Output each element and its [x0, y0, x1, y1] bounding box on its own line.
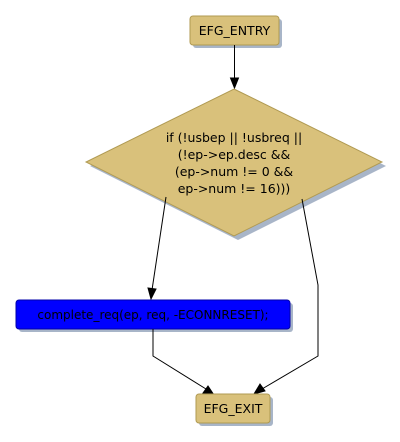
- exit-node-label: EFG_EXIT: [204, 401, 263, 416]
- entry-node: EFG_ENTRY: [189, 15, 282, 48]
- decision-line-1: if (!usbep || !usbreq ||: [166, 130, 302, 145]
- exit-node: EFG_EXIT: [195, 393, 273, 426]
- decision-node: if (!usbep || !usbreq || (!ep->ep.desc &…: [84, 88, 386, 240]
- decision-line-2: (!ep->ep.desc &&: [178, 147, 291, 162]
- decision-line-4: ep->num != 16))): [178, 181, 291, 196]
- action-node-label: complete_req(ep, req, -ECONNRESET);: [37, 308, 268, 322]
- edge-action-to-exit: [152, 329, 216, 396]
- exit-node-box: [195, 393, 271, 424]
- action-node: complete_req(ep, req, -ECONNRESET);: [15, 299, 293, 332]
- decision-node-diamond: [84, 88, 384, 237]
- edge-entry-to-decision: [229, 45, 240, 90]
- edge-decision-to-exit: [252, 198, 319, 395]
- edge-decision-to-action: [147, 196, 167, 301]
- entry-node-label: EFG_ENTRY: [199, 23, 271, 38]
- decision-line-3: (ep->num != 0 &&: [175, 164, 294, 179]
